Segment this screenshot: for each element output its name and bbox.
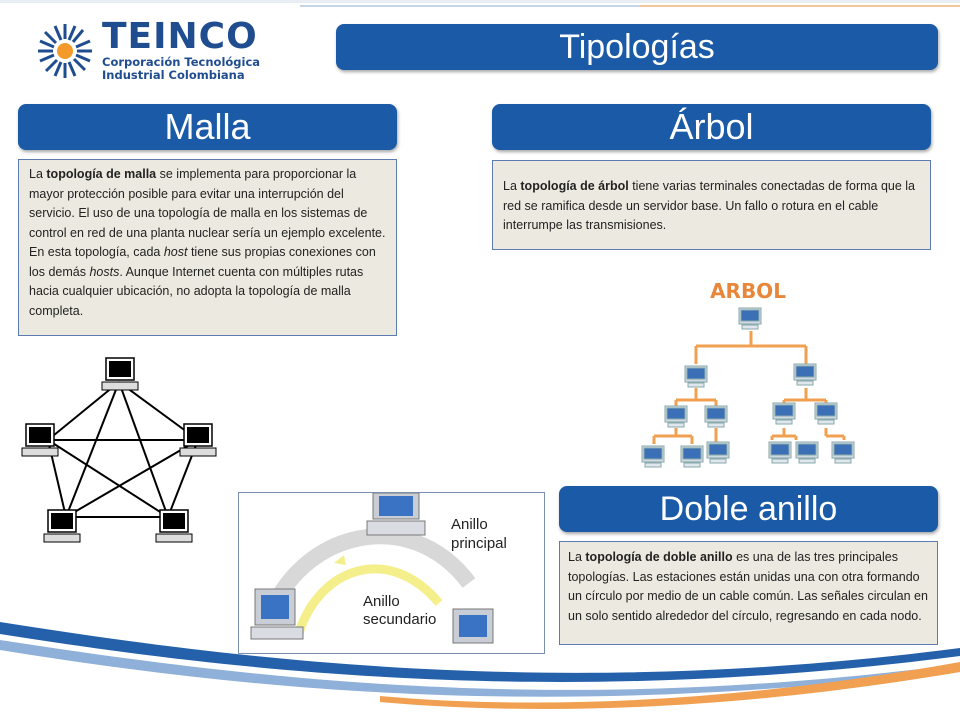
tree-computer-icon: [641, 445, 665, 468]
tree-computer-icon: [814, 402, 838, 425]
logo-name: TEINCO: [102, 16, 258, 57]
page-title-text: Tipologías: [559, 28, 715, 66]
tree-computer-icon: [793, 363, 817, 386]
arbol-text-2: tiene varias terminales conectadas de fo…: [503, 179, 916, 232]
tree-computer-icon: [664, 405, 688, 428]
malla-text-2: se implementa para proporcionar la mayor…: [29, 167, 386, 259]
doble-anillo-heading: Doble anillo: [559, 486, 938, 532]
tree-computer-icon: [772, 402, 796, 425]
ring-label-secundario-2: secundario: [363, 611, 436, 628]
bottom-swoosh-decoration: [0, 622, 960, 710]
sunburst-logo-icon: [38, 24, 92, 78]
ring-computer-icon: [366, 493, 426, 536]
malla-text-3: tiene sus propias conexiones con los dem…: [29, 245, 376, 279]
ring-label-principal-2: principal: [451, 535, 507, 552]
logo-subtitle-2: Industrial Colombiana: [102, 68, 245, 82]
mesh-computer-icon: [43, 509, 81, 543]
mesh-computer-icon: [179, 423, 217, 457]
arbol-heading: Árbol: [492, 104, 931, 150]
doble-anillo-text-1: La: [568, 550, 586, 564]
teinco-logo: TEINCO Corporación Tecnológica Industria…: [36, 16, 276, 90]
tree-computer-icon: [680, 445, 704, 468]
malla-text-bold: topología de malla: [46, 167, 157, 181]
double-ring-diagram: Anillo principal Anillo secundario: [238, 492, 545, 654]
malla-description: La topología de malla se implementa para…: [18, 159, 397, 336]
tree-computer-icon: [704, 405, 728, 428]
ring-computer-icon: [250, 588, 304, 640]
mesh-topology-diagram: [21, 357, 217, 543]
mesh-computer-icon: [155, 509, 193, 543]
tree-computer-icon: [795, 441, 819, 464]
tree-diagram-label: ARBOL: [710, 279, 786, 303]
tree-computer-icon: [738, 307, 762, 330]
malla-heading: Malla: [18, 104, 397, 150]
ring-computer-icon: [452, 608, 494, 644]
tree-computer-icon: [684, 365, 708, 388]
malla-text-italic-1: host: [163, 245, 188, 259]
ring-label-principal-1: Anillo: [451, 516, 488, 533]
tree-topology-diagram: ARBOL: [641, 279, 855, 468]
arbol-text-bold: topología de árbol: [520, 179, 629, 193]
arbol-heading-text: Árbol: [669, 106, 754, 147]
arbol-description: La topología de árbol tiene varias termi…: [492, 160, 931, 250]
malla-text-1: La: [29, 167, 47, 181]
doble-anillo-text-2: es una de las tres principales topología…: [568, 550, 928, 623]
malla-text-4: . Aunque Internet cuenta con múltiples r…: [29, 264, 364, 318]
doble-anillo-description: La topología de doble anillo es una de l…: [559, 541, 938, 645]
tree-computer-icon: [706, 441, 730, 464]
doble-anillo-heading-text: Doble anillo: [659, 490, 838, 528]
malla-heading-text: Malla: [164, 106, 251, 147]
doble-anillo-text-bold: topología de doble anillo: [585, 550, 733, 564]
tree-computer-icon: [768, 441, 792, 464]
mesh-computer-icon: [21, 423, 59, 457]
ring-label-secundario-1: Anillo: [363, 593, 400, 610]
page-title: Tipologías: [336, 24, 938, 70]
top-stripe: [0, 0, 960, 7]
malla-text-italic-2: hosts: [89, 264, 120, 279]
arbol-text-1: La: [503, 179, 521, 193]
logo-subtitle-1: Corporación Tecnológica: [102, 55, 261, 69]
mesh-computer-icon: [101, 357, 139, 391]
tree-computer-icon: [831, 441, 855, 464]
